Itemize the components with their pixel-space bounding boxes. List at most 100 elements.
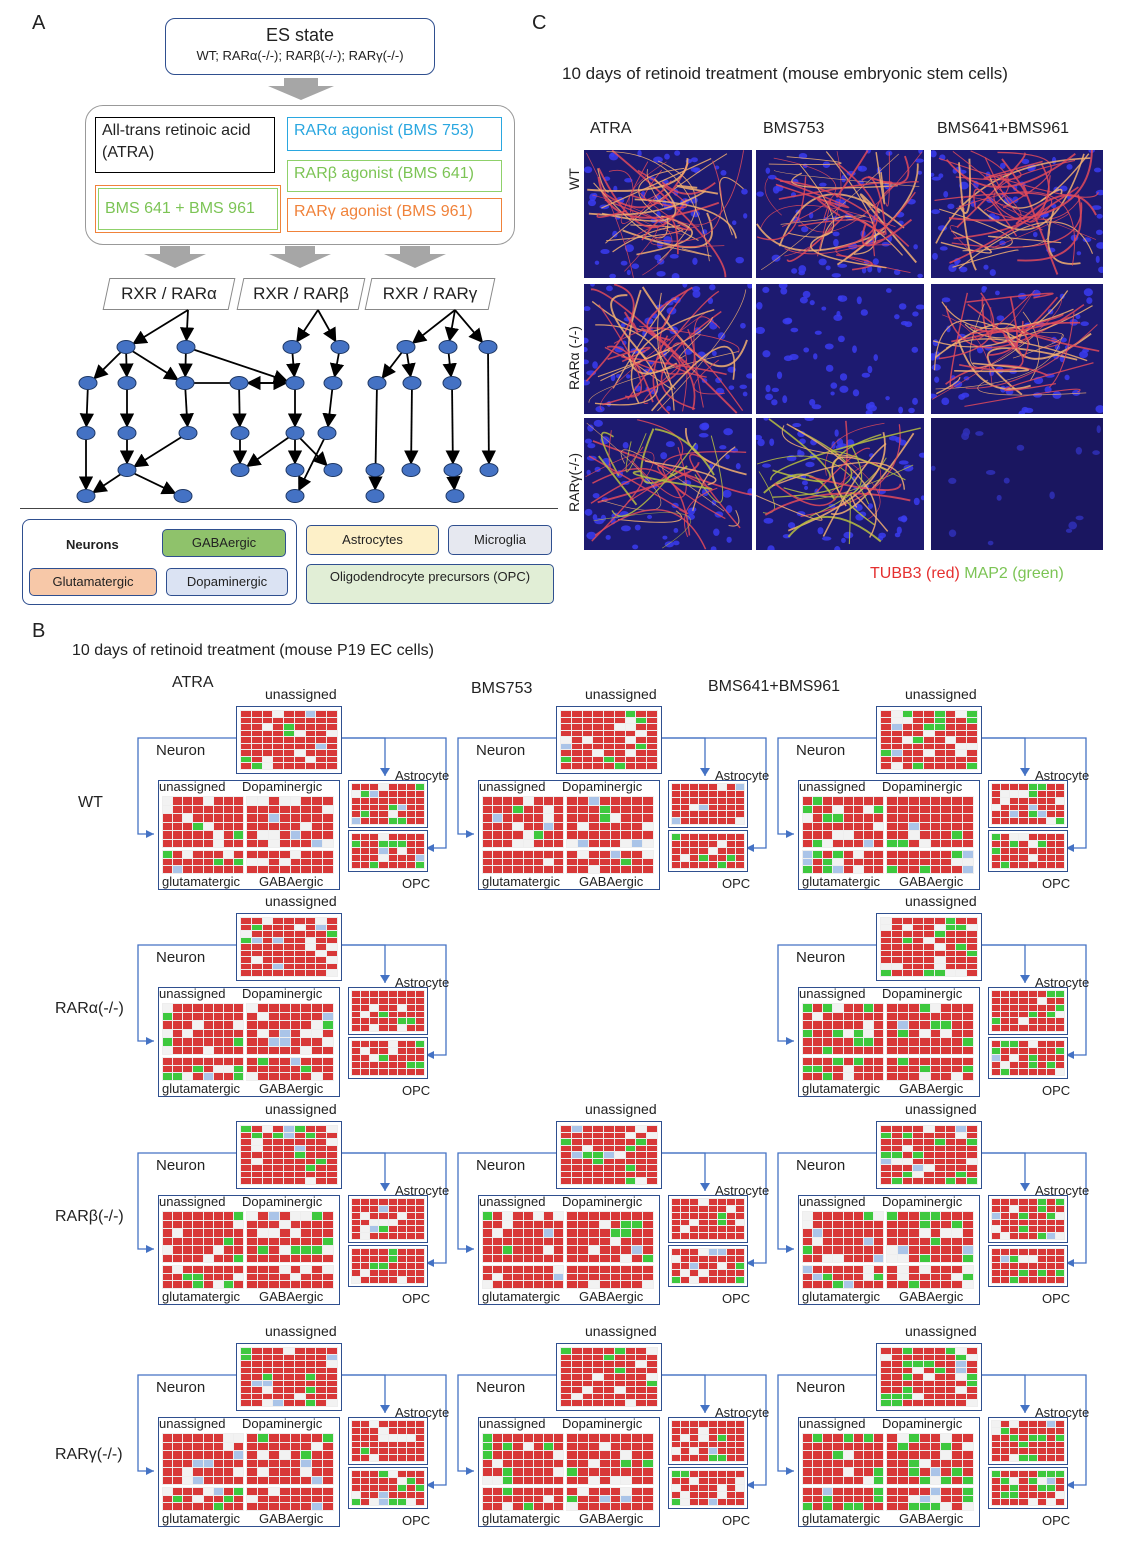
micrograph-image [584, 418, 752, 550]
expression-heatmap [886, 796, 974, 848]
arrow-icon [746, 844, 754, 852]
expression-heatmap [990, 990, 1066, 1032]
astrocyte-box [348, 1195, 428, 1243]
expression-heatmap [161, 1057, 245, 1081]
unassigned-box [236, 1343, 342, 1411]
arrow-icon [426, 1259, 434, 1267]
unassigned-box [876, 1121, 982, 1189]
gene-network-diagram [76, 309, 499, 503]
astrocyte-box [348, 1417, 428, 1465]
neuron-unassigned-label: unassigned [479, 779, 546, 794]
network-node [323, 376, 343, 390]
expression-heatmap [161, 1003, 245, 1055]
neuron-label: Neuron [796, 1379, 846, 1396]
dopaminergic-label: Dopaminergic [882, 986, 963, 1001]
neuron-box [478, 1417, 660, 1527]
expression-heatmap [350, 1040, 426, 1076]
network-node [176, 340, 196, 354]
expression-heatmap [481, 1211, 565, 1263]
arrow-icon [146, 1245, 154, 1253]
unassigned-box [236, 706, 342, 774]
expression-heatmap [880, 917, 978, 977]
neuron-unassigned-label: unassigned [159, 1416, 226, 1431]
arrow-icon [380, 1405, 390, 1413]
panel-b-row-wt: WT [78, 794, 103, 811]
panel-label-a: A [32, 12, 46, 34]
expression-heatmap [246, 1265, 334, 1289]
arrow-icon [380, 768, 390, 776]
network-node [282, 340, 302, 354]
network-node [479, 463, 499, 477]
network-node [78, 376, 98, 390]
network-node [445, 489, 465, 503]
opc-box [988, 1037, 1068, 1079]
arrow-icon [146, 1037, 154, 1045]
glutamatergic-label: glutamatergic [162, 874, 241, 889]
network-edge [411, 309, 456, 344]
unassigned-box [876, 1343, 982, 1411]
astrocyte-box [668, 1195, 748, 1243]
panel-c-row-rar-gamma: RARγ(-/-) [566, 452, 582, 512]
expression-heatmap [801, 1265, 885, 1289]
expression-heatmap [990, 1420, 1066, 1462]
glutamatergic-label: glutamatergic [162, 1081, 241, 1096]
gabaergic-label: GABAergic [899, 874, 964, 889]
rar-gamma-agonist-box: RARγ agonist (BMS 961) [287, 198, 502, 232]
neuron-label: Neuron [156, 1157, 206, 1174]
expression-heatmap [161, 1433, 245, 1485]
unassigned-label: unassigned [585, 686, 657, 702]
neuron-unassigned-label: unassigned [159, 779, 226, 794]
expression-heatmap [560, 1125, 658, 1185]
network-node [173, 489, 193, 503]
astrocyte-label: Astrocyte [395, 975, 450, 990]
legend-dopaminergic: Dopaminergic [166, 568, 288, 596]
astrocyte-label: Astrocyte [1035, 1405, 1090, 1420]
expression-heatmap [801, 850, 885, 874]
dopaminergic-label: Dopaminergic [242, 779, 323, 794]
expression-heatmap [880, 1347, 978, 1407]
atra-box: All-trans retinoic acid (ATRA) [95, 117, 275, 173]
arrow-icon [786, 1467, 794, 1475]
expression-heatmap [246, 1211, 334, 1263]
neuron-unassigned-label: unassigned [799, 1194, 866, 1209]
expression-heatmap [990, 1198, 1066, 1240]
unassigned-box [236, 913, 342, 981]
expression-heatmap [161, 796, 245, 848]
arrow-icon [1066, 1259, 1074, 1267]
marker-map2: MAP2 (green) [964, 565, 1064, 582]
micrograph-image [931, 150, 1103, 278]
unassigned-label: unassigned [905, 1323, 977, 1339]
opc-box [348, 1245, 428, 1287]
gabaergic-label: GABAergic [259, 1289, 324, 1304]
neuron-label: Neuron [796, 742, 846, 759]
es-state-genotypes: WT; RARα(-/-); RARβ(-/-); RARγ(-/-) [196, 48, 404, 63]
expression-heatmap [670, 1248, 746, 1284]
expression-heatmap [990, 1470, 1066, 1506]
neuron-box [478, 1195, 660, 1305]
panel-c-col-bms753: BMS753 [763, 120, 825, 137]
expression-heatmap [560, 1347, 658, 1407]
opc-label: OPC [402, 1083, 431, 1098]
gabaergic-label: GABAergic [579, 1511, 644, 1526]
legend-glutamatergic: Glutamatergic [29, 568, 157, 596]
network-node [116, 340, 136, 354]
pathway-connectors [777, 1374, 1087, 1489]
network-edge [481, 346, 497, 465]
opc-box [988, 1467, 1068, 1509]
network-edge [322, 382, 337, 428]
arrow-icon [146, 830, 154, 838]
micrograph-image [756, 150, 924, 278]
network-node [323, 463, 343, 477]
expression-heatmap [801, 1433, 885, 1485]
network-node [396, 340, 416, 354]
expression-heatmap [990, 1248, 1066, 1284]
unassigned-label: unassigned [585, 1101, 657, 1117]
network-edge [126, 469, 177, 495]
es-state-title: ES state [265, 25, 335, 45]
network-node [117, 463, 137, 477]
opc-box [668, 1245, 748, 1287]
gabaergic-label: GABAergic [259, 874, 324, 889]
arrow-icon [786, 1245, 794, 1253]
expression-heatmap [886, 1433, 974, 1485]
expression-heatmap [161, 850, 245, 874]
